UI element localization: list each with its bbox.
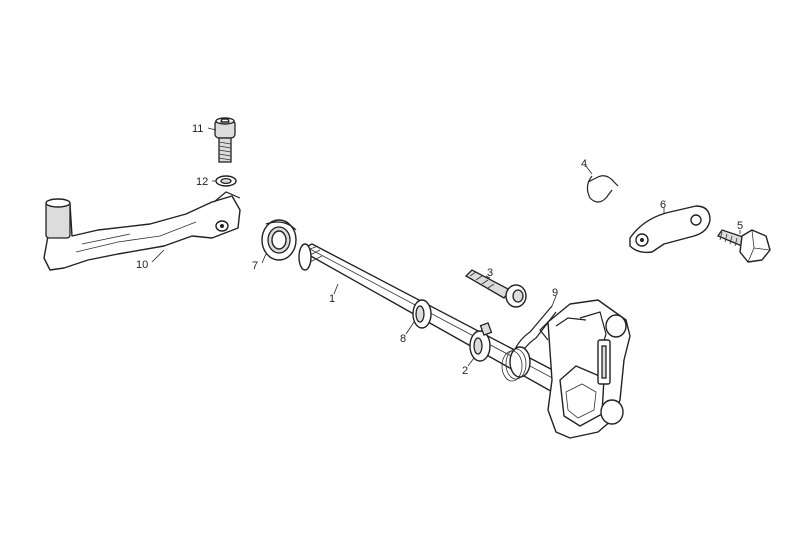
leader-lines (151, 127, 741, 367)
part-8-spacer (412, 299, 432, 329)
selector-plate (539, 299, 631, 439)
part-4-spring-clip (586, 175, 619, 203)
callout-6: 6 (660, 199, 666, 211)
callout-1: 1 (329, 293, 335, 305)
callout-5: 5 (737, 220, 743, 232)
part-6-plate (629, 205, 711, 254)
part-11-bolt (214, 117, 236, 163)
part-2-bush (469, 322, 493, 362)
callout-8: 8 (400, 333, 406, 345)
callout-3: 3 (487, 267, 493, 279)
callout-2: 2 (462, 365, 468, 377)
callout-labels: 11 12 10 7 1 8 2 3 9 4 6 5 (136, 123, 743, 377)
part-12-washer (215, 175, 237, 187)
part-3-pivot-screw (464, 269, 527, 308)
callout-7: 7 (252, 260, 258, 272)
part-5-hex-bolt (717, 229, 771, 263)
callout-9: 9 (552, 287, 558, 299)
callout-4: 4 (581, 158, 587, 170)
part-9-return-spring (501, 305, 557, 382)
part-7-oil-seal (261, 219, 297, 261)
part-10-shift-lever (43, 191, 241, 271)
callout-11: 11 (192, 123, 203, 135)
callout-12: 12 (196, 176, 208, 188)
callout-10: 10 (136, 259, 148, 271)
